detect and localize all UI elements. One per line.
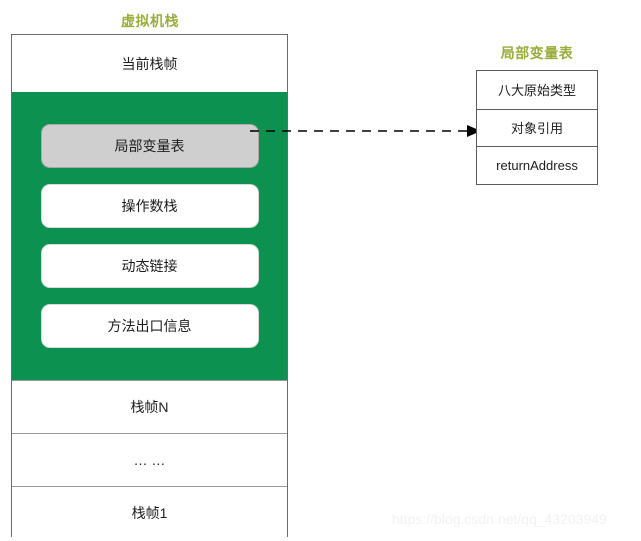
frame-detail-item-local-variable-table[interactable]: 局部变量表	[40, 124, 259, 168]
local-variable-table: 八大原始类型 对象引用 returnAddress	[476, 70, 598, 185]
current-frame-label: 当前栈帧	[121, 55, 178, 72]
frame-detail-block: 局部变量表 操作数栈 动态链接 方法出口信息	[12, 92, 287, 380]
stack-row-label: 栈帧1	[131, 505, 168, 521]
lvt-row-object-reference[interactable]: 对象引用	[477, 108, 597, 147]
stack-row-label: … …	[133, 452, 166, 468]
watermark: https://blog.csdn.net/qq_43203949	[392, 511, 607, 527]
local-variable-table-title: 局部变量表	[500, 45, 574, 61]
stack-row[interactable]: 栈帧1	[12, 486, 287, 539]
lvt-row-label: returnAddress	[496, 157, 578, 173]
frame-detail-item-label: 操作数栈	[121, 198, 178, 214]
vm-stack-frame: 当前栈帧 局部变量表 操作数栈 动态链接 方法出口信息 栈帧N … … 栈帧1	[11, 34, 288, 539]
frame-detail-item-label: 方法出口信息	[107, 318, 192, 334]
vm-stack-title: 虚拟机栈	[121, 13, 179, 29]
lvt-row-label: 八大原始类型	[497, 83, 576, 99]
frame-detail-item-method-exit-info[interactable]: 方法出口信息	[40, 304, 259, 348]
lvt-row-return-address[interactable]: returnAddress	[477, 146, 597, 184]
current-frame-cell: 当前栈帧	[12, 35, 287, 92]
stack-row[interactable]: 栈帧N	[12, 380, 287, 433]
frame-detail-item-dynamic-linking[interactable]: 动态链接	[40, 244, 259, 288]
stack-row-label: 栈帧N	[130, 399, 169, 415]
lvt-row-primitive-types[interactable]: 八大原始类型	[477, 71, 597, 109]
frame-detail-item-label: 动态链接	[121, 258, 178, 274]
frame-detail-item-label: 局部变量表	[114, 138, 185, 154]
frame-detail-item-operand-stack[interactable]: 操作数栈	[40, 184, 259, 228]
stack-row[interactable]: … …	[12, 433, 287, 486]
lvt-row-label: 对象引用	[510, 121, 563, 137]
